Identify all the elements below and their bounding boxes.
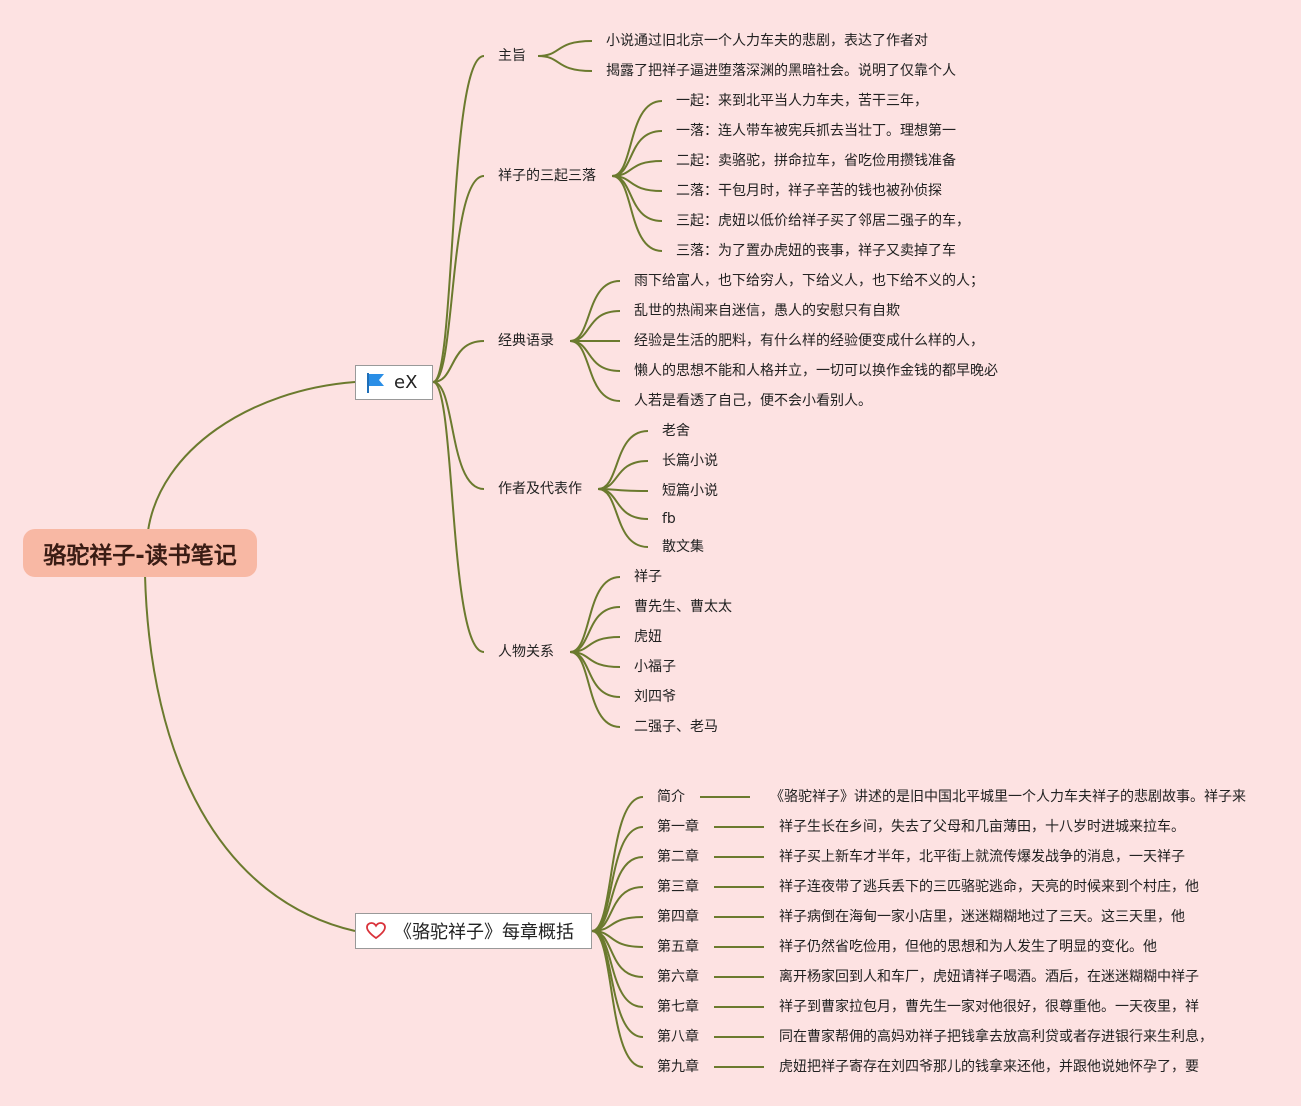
rise-fall-item[interactable]: 三起：虎妞以低价给祥子买了邻居二强子的车， — [676, 213, 970, 229]
character-item[interactable]: 二强子、老马 — [634, 719, 718, 735]
connector-line — [569, 576, 621, 653]
chapter-label[interactable]: 第五章 — [657, 939, 699, 955]
flag-icon — [367, 372, 384, 393]
connector-line — [591, 886, 644, 932]
chapter-summary[interactable]: 祥子买上新车才半年，北平街上就流传爆发战争的消息，一天祥子 — [779, 849, 1185, 865]
rise-fall-item[interactable]: 一落：连人带车被宪兵抓去当壮丁。理想第一 — [676, 123, 956, 139]
connector-line — [147, 381, 356, 532]
quote-item[interactable]: 经验是生活的肥料，有什么样的经验便变成什么样的人， — [634, 333, 984, 349]
topic-characters[interactable]: 人物关系 — [498, 644, 554, 660]
author-item[interactable]: fb — [662, 511, 676, 527]
chapter-label[interactable]: 第三章 — [657, 879, 699, 895]
rise-fall-item[interactable]: 一起：来到北平当人力车夫，苦干三年， — [676, 93, 928, 109]
connector-line — [432, 381, 485, 490]
connector-line — [432, 381, 485, 653]
chapter-label[interactable]: 简介 — [657, 789, 685, 805]
connector-line — [432, 55, 485, 383]
connector-line — [432, 340, 485, 383]
connector-line — [569, 310, 621, 342]
author-item[interactable]: 长篇小说 — [662, 453, 718, 469]
chapter-label[interactable]: 第九章 — [657, 1059, 699, 1075]
connector-line — [537, 40, 593, 57]
heart-icon — [366, 922, 386, 940]
rise-fall-item[interactable]: 二起：卖骆驼，拼命拉车，省吃俭用攒钱准备 — [676, 153, 956, 169]
quote-item[interactable]: 人若是看透了自己，便不会小看别人。 — [634, 393, 872, 409]
connector-line — [597, 460, 649, 490]
connector-line — [597, 488, 649, 520]
topic-classic-quotes[interactable]: 经典语录 — [498, 333, 554, 349]
connector-line — [597, 430, 649, 490]
connector-line — [569, 340, 621, 372]
chapter-summary[interactable]: 祥子仍然省吃俭用，但他的思想和为人发生了明显的变化。他 — [779, 939, 1157, 955]
author-item[interactable]: 散文集 — [662, 539, 704, 555]
chapter-label[interactable]: 第八章 — [657, 1029, 699, 1045]
connector-line — [569, 651, 621, 698]
quote-item[interactable]: 懒人的思想不能和人格并立，一切可以换作金钱的都早晚必 — [634, 363, 998, 379]
connector-line — [591, 856, 644, 932]
theme-item[interactable]: 揭露了把祥子逼进堕落深渊的黑暗社会。说明了仅靠个人 — [606, 63, 956, 79]
connector-line — [537, 55, 593, 72]
character-item[interactable]: 虎妞 — [634, 629, 662, 645]
connector-line — [569, 280, 621, 342]
author-item[interactable]: 老舍 — [662, 423, 690, 439]
topic-three-rises-falls[interactable]: 祥子的三起三落 — [498, 168, 596, 184]
rise-fall-item[interactable]: 二落：干包月时，祥子辛苦的钱也被孙侦探 — [676, 183, 942, 199]
connector-line — [569, 340, 621, 402]
connector-line — [611, 100, 663, 177]
branch-ex[interactable]: eX — [355, 365, 433, 400]
rise-fall-item[interactable]: 三落：为了置办虎妞的丧事，祥子又卖掉了车 — [676, 243, 956, 259]
connector-line — [569, 606, 621, 653]
quote-item[interactable]: 雨下给富人，也下给穷人，下给义人，也下给不义的人； — [634, 273, 984, 289]
chapter-label[interactable]: 第七章 — [657, 999, 699, 1015]
character-item[interactable]: 小福子 — [634, 659, 676, 675]
chapter-summary[interactable]: 离开杨家回到人和车厂，虎妞请祥子喝酒。酒后，在迷迷糊糊中祥子 — [779, 969, 1199, 985]
topic-author-works[interactable]: 作者及代表作 — [498, 481, 582, 497]
chapter-summary[interactable]: 祥子到曹家拉包月，曹先生一家对他很好，很尊重他。一天夜里，祥 — [779, 999, 1199, 1015]
chapter-label[interactable]: 第四章 — [657, 909, 699, 925]
chapter-summary[interactable]: 虎妞把祥子寄存在刘四爷那儿的钱拿来还他，并跟他说她怀孕了，要 — [779, 1059, 1199, 1075]
theme-item[interactable]: 小说通过旧北京一个人力车夫的悲剧，表达了作者对 — [606, 33, 928, 49]
chapter-summary[interactable]: 祥子连夜带了逃兵丢下的三匹骆驼逃命，天亮的时候来到个村庄，他 — [779, 879, 1199, 895]
connector-line — [597, 488, 649, 548]
connector-line — [611, 130, 663, 177]
quote-item[interactable]: 乱世的热闹来自迷信，愚人的安慰只有自欺 — [634, 303, 900, 319]
chapter-summary[interactable]: 同在曹家帮佣的高妈劝祥子把钱拿去放高利贷或者存进银行来生利息， — [779, 1029, 1213, 1045]
author-item[interactable]: 短篇小说 — [662, 483, 718, 499]
connector-line — [591, 930, 644, 1068]
chapter-summary[interactable]: 祥子病倒在海甸一家小店里，迷迷糊糊地过了三天。这三天里，他 — [779, 909, 1185, 925]
chapter-label[interactable]: 第六章 — [657, 969, 699, 985]
connector-line — [569, 651, 621, 728]
connector-line — [611, 175, 663, 252]
chapter-summary[interactable]: 祥子生长在乡间，失去了父母和几亩薄田，十八岁时进城来拉车。 — [779, 819, 1185, 835]
root-topic[interactable]: 骆驼祥子-读书笔记 — [25, 531, 255, 575]
chapter-summary[interactable]: 《骆驼祥子》讲述的是旧中国北平城里一个人力车夫祥子的悲剧故事。祥子来 — [770, 789, 1246, 805]
branch-chapter-summary[interactable]: 《骆驼祥子》每章概括 — [355, 913, 592, 949]
branch-ex-label: eX — [394, 372, 418, 393]
topic-theme[interactable]: 主旨 — [498, 48, 526, 64]
character-item[interactable]: 祥子 — [634, 569, 662, 585]
connector-line — [591, 826, 644, 932]
character-item[interactable]: 曹先生、曹太太 — [634, 599, 732, 615]
connector-line — [611, 175, 663, 222]
branch-chapter-summary-label: 《骆驼祥子》每章概括 — [394, 922, 574, 943]
connector-line — [591, 796, 644, 932]
root-topic-label: 骆驼祥子-读书笔记 — [43, 543, 237, 569]
chapter-label[interactable]: 第二章 — [657, 849, 699, 865]
connector-line — [432, 175, 485, 383]
chapter-label[interactable]: 第一章 — [657, 819, 699, 835]
connector-line — [144, 574, 356, 932]
character-item[interactable]: 刘四爷 — [634, 689, 676, 705]
